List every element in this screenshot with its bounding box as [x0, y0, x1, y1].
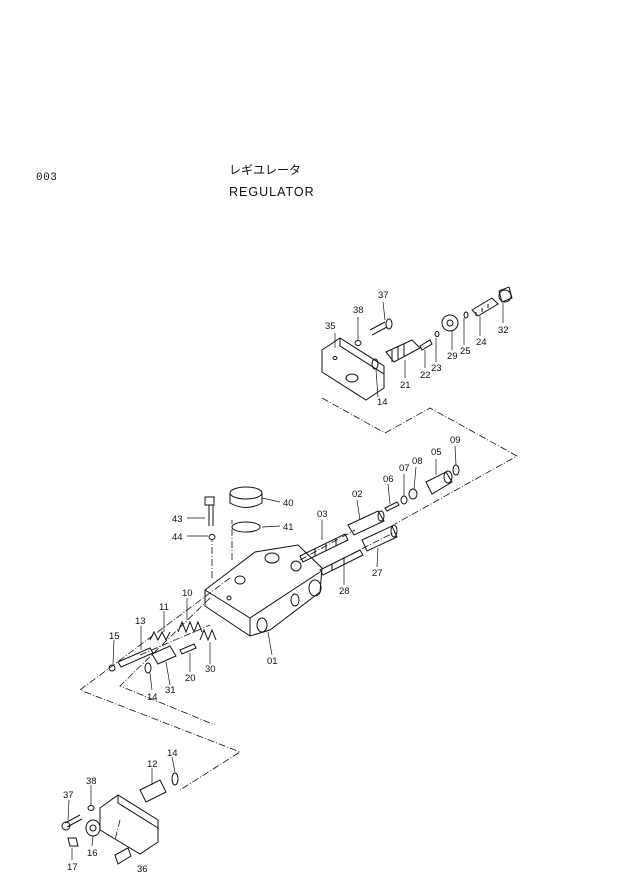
callout-20: 20 — [185, 673, 196, 684]
callout-15: 15 — [109, 631, 120, 642]
callout-31: 31 — [165, 685, 176, 696]
title-japanese: レギユレータ — [229, 163, 302, 177]
callout-37-bottom: 37 — [63, 790, 74, 801]
left-side-parts — [108, 620, 217, 674]
callout-08: 08 — [412, 456, 423, 467]
callout-07: 07 — [399, 463, 410, 474]
callout-05: 05 — [431, 447, 442, 458]
callout-06: 06 — [383, 474, 394, 485]
callout-02: 02 — [352, 489, 363, 500]
callout-23: 23 — [431, 363, 442, 374]
callout-35: 35 — [325, 321, 336, 332]
callout-38-bottom: 38 — [86, 776, 97, 787]
callout-28: 28 — [339, 586, 350, 597]
callout-32: 32 — [498, 325, 509, 336]
callout-12: 12 — [147, 759, 158, 770]
callout-30: 30 — [205, 664, 216, 675]
callout-14-bottom: 14 — [167, 748, 178, 759]
callout-09: 09 — [450, 435, 461, 446]
callout-25: 25 — [460, 346, 471, 357]
callout-14-top: 14 — [377, 397, 388, 408]
callout-10: 10 — [182, 588, 193, 599]
callout-16: 16 — [87, 848, 98, 859]
callout-24: 24 — [476, 337, 487, 348]
callout-21: 21 — [400, 380, 411, 391]
callout-03: 03 — [317, 509, 328, 520]
top-cap-parts — [204, 486, 263, 540]
callout-43: 43 — [172, 514, 183, 525]
leader-lines — [67, 301, 504, 860]
callout-11: 11 — [159, 602, 169, 613]
callout-22: 22 — [420, 370, 431, 381]
callout-37-top: 37 — [378, 290, 389, 301]
valve-body — [204, 544, 323, 637]
page-code: 003 — [36, 172, 58, 184]
callout-14-mid: 14 — [147, 692, 158, 703]
callout-36: 36 — [137, 864, 148, 873]
callout-40: 40 — [283, 498, 294, 509]
callout-labels: 37 38 35 14 21 22 23 29 25 24 32 09 05 0… — [63, 290, 509, 873]
title-english: REGULATOR — [229, 185, 315, 199]
middle-row-parts — [299, 464, 460, 576]
callout-44: 44 — [172, 532, 183, 543]
callout-27: 27 — [372, 568, 383, 579]
callout-29: 29 — [447, 351, 458, 362]
callout-17: 17 — [67, 862, 78, 873]
callout-38-top: 38 — [353, 305, 364, 316]
callout-13: 13 — [135, 616, 146, 627]
callout-01: 01 — [267, 656, 278, 667]
bottom-subassembly — [61, 772, 179, 865]
upper-subassembly — [321, 286, 513, 401]
callout-41: 41 — [283, 522, 294, 533]
